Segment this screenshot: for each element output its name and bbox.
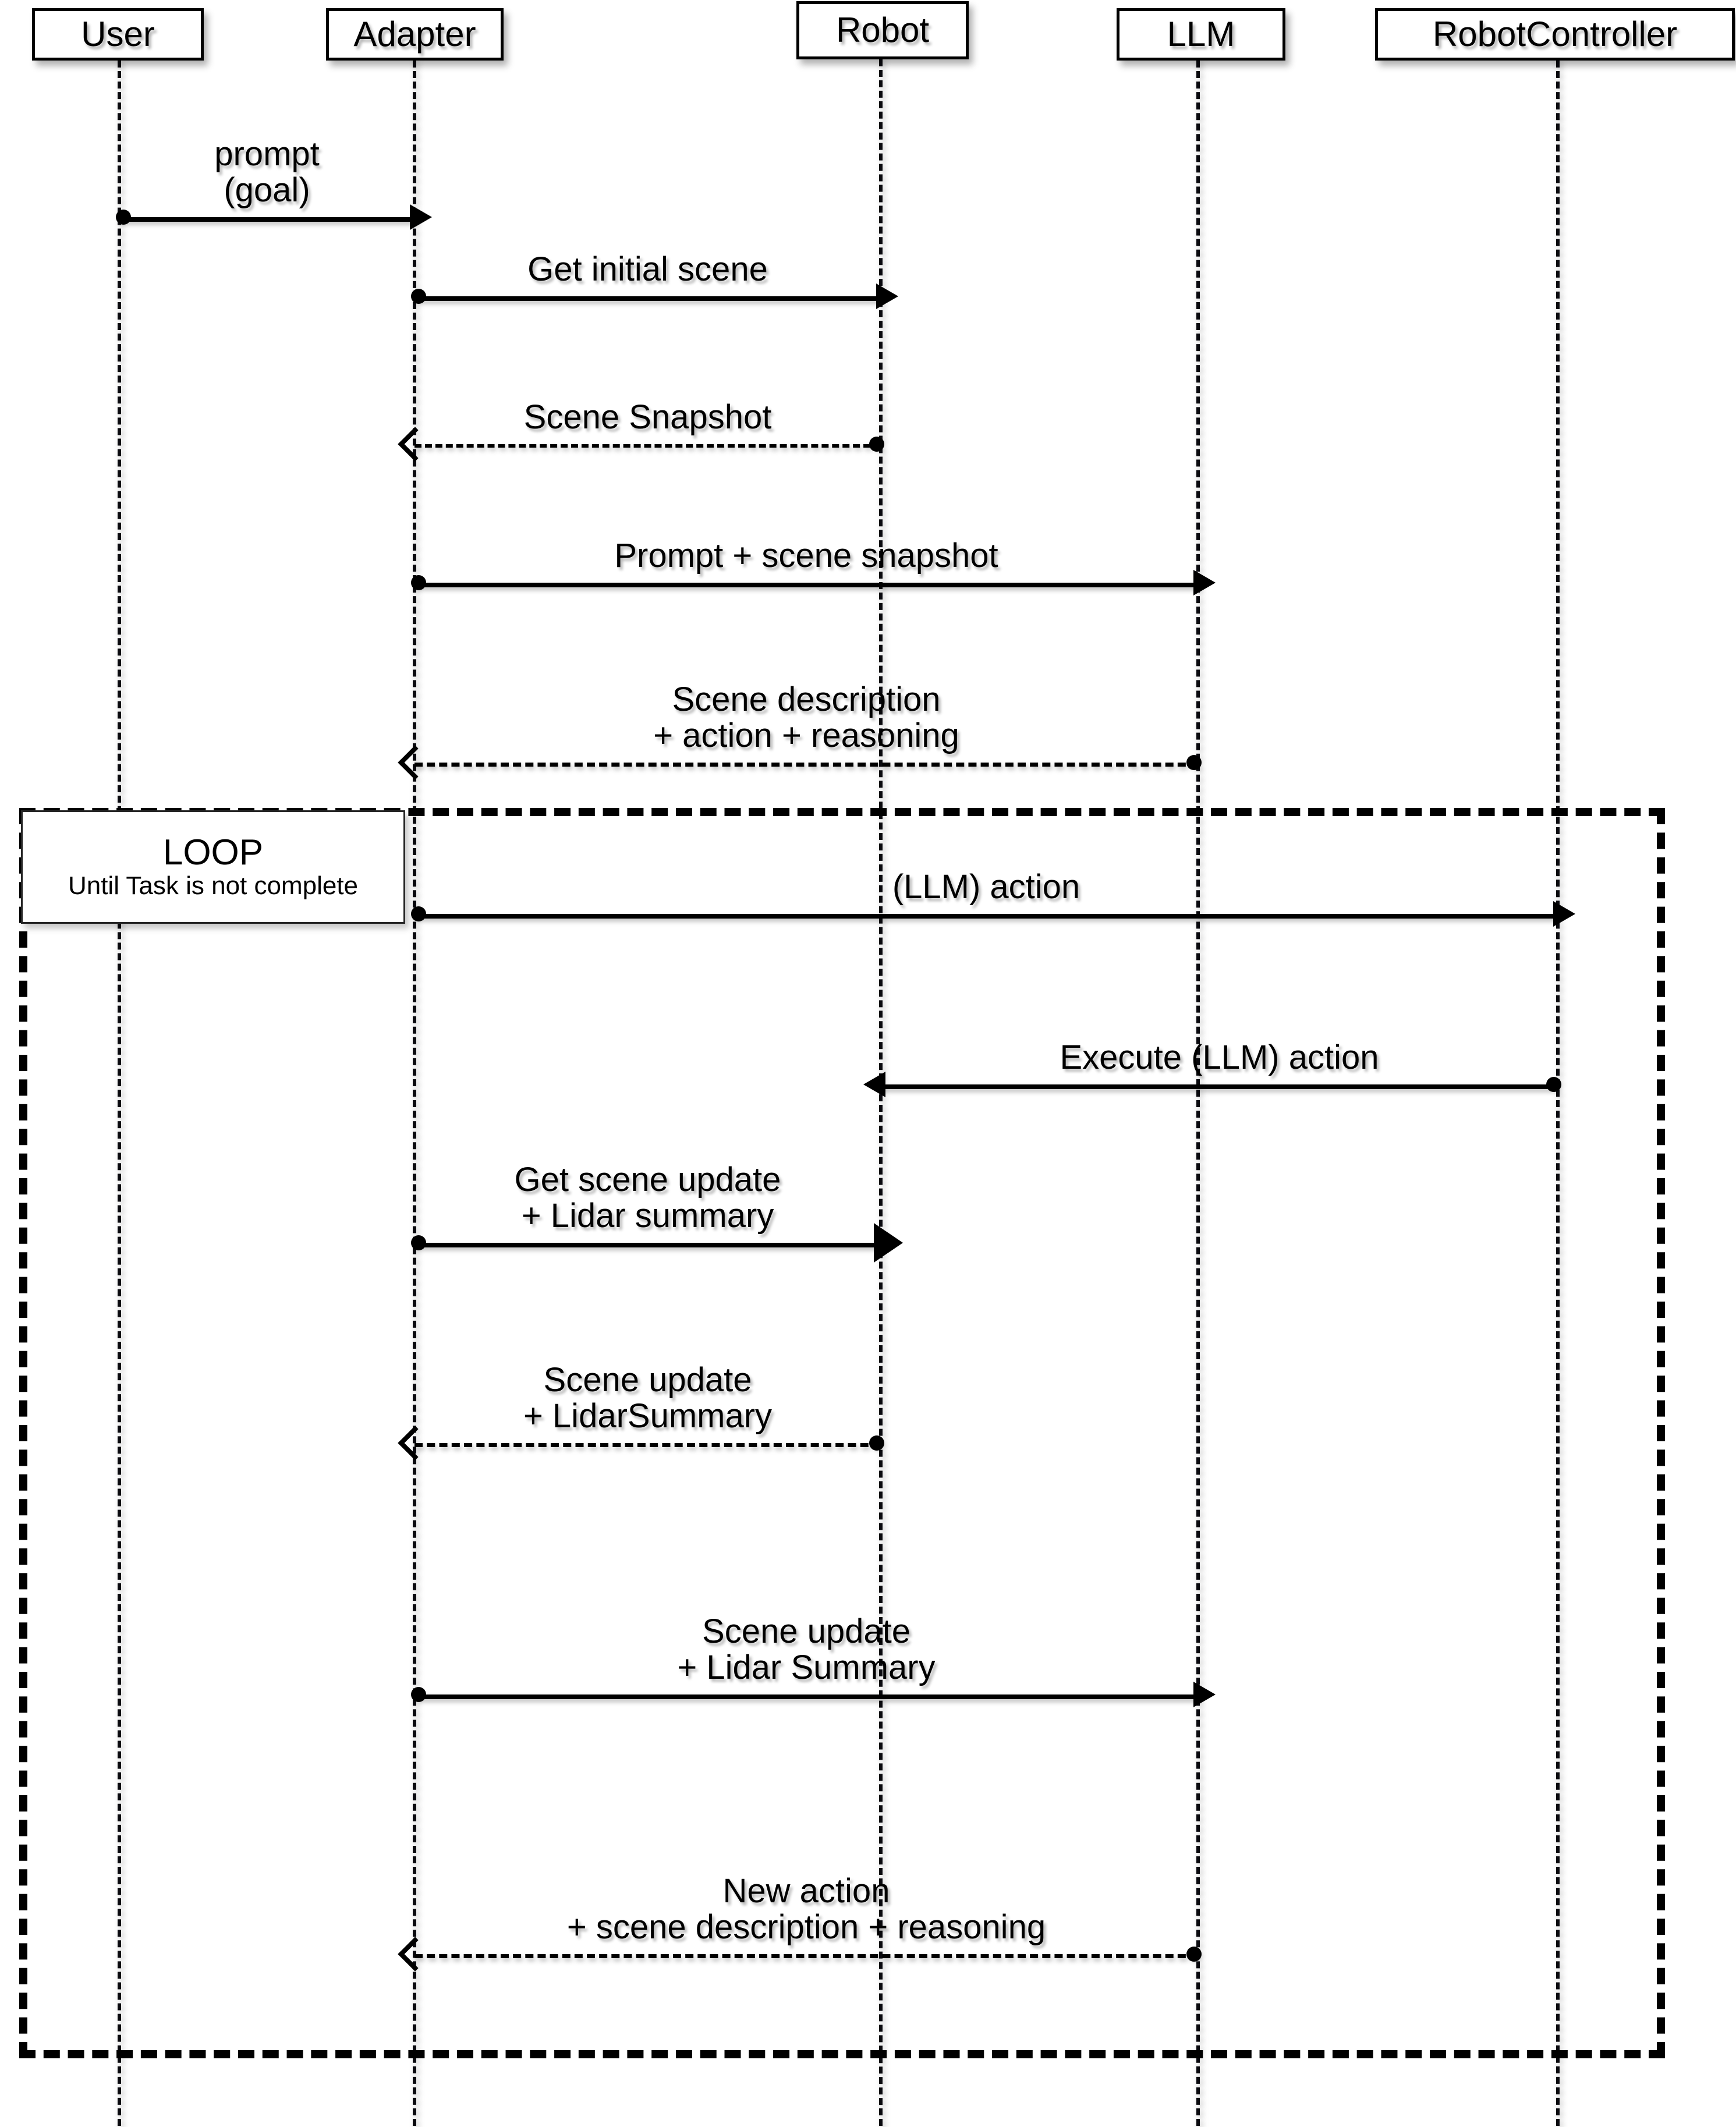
message-label: Scene update+ LidarSummary	[414, 1362, 881, 1435]
message-shaft	[414, 444, 881, 448]
lifeline-label-adapter: Adapter	[353, 15, 476, 54]
lifeline-header-user[interactable]: User	[32, 8, 204, 61]
loop-label: LOOP	[162, 832, 264, 873]
message-shaft	[414, 1443, 881, 1447]
lifeline-label-robot: Robot	[835, 10, 930, 49]
filled-arrowhead-icon	[1193, 1682, 1216, 1707]
message-origin-dot	[411, 1687, 426, 1702]
message-shaft	[414, 1954, 1198, 1958]
message-label: Get initial scene	[414, 251, 881, 288]
message-label-line: + LidarSummary	[523, 1397, 773, 1435]
filled-arrowhead-icon	[876, 283, 898, 309]
filled-arrowhead-icon	[863, 1072, 885, 1097]
message-shaft	[414, 583, 1198, 587]
message-label-line: + scene description + reasoning	[566, 1908, 1046, 1947]
message-origin-dot	[411, 289, 426, 304]
message-label-line: Get initial scene	[527, 250, 768, 289]
message-shaft	[414, 763, 1198, 767]
message-label-line: prompt	[214, 134, 320, 173]
message-origin-dot	[411, 906, 426, 921]
message-shaft	[119, 217, 414, 222]
message-label: Scene description+ action + reasoning	[414, 680, 1198, 755]
lifeline-user	[118, 61, 121, 2126]
message-shaft	[881, 1084, 1558, 1089]
message-label-line: Scene Snapshot	[523, 398, 772, 437]
message-label: prompt(goal)	[119, 136, 414, 209]
message-shaft	[414, 296, 881, 301]
filled-arrowhead-icon	[410, 204, 432, 230]
message-label: Execute (LLM) action	[881, 1040, 1558, 1076]
message-label-line: (LLM) action	[892, 868, 1080, 906]
message-label-line: New action	[722, 1871, 890, 1910]
message-origin-dot	[1186, 755, 1202, 770]
message-label-line: Prompt + scene snapshot	[614, 537, 998, 575]
message-label: New action+ scene description + reasonin…	[414, 1873, 1198, 1946]
message-origin-dot	[1546, 1077, 1561, 1092]
message-label-line: Scene description	[672, 680, 941, 718]
message-shaft	[414, 1243, 881, 1247]
message-label-line: (goal)	[224, 171, 310, 210]
lifeline-header-adapter[interactable]: Adapter	[326, 8, 504, 61]
lifeline-label-user: User	[81, 15, 155, 54]
message-origin-dot	[869, 1435, 884, 1451]
message-origin-dot	[869, 437, 884, 452]
open-arrowhead-icon	[398, 745, 433, 780]
filled-arrowhead-icon	[1193, 570, 1216, 595]
message-label: Scene Snapshot	[414, 399, 881, 436]
message-label: Get scene update+ Lidar summary	[414, 1160, 881, 1235]
loop-fragment-frame	[19, 808, 1665, 2058]
lifeline-header-llm[interactable]: LLM	[1117, 8, 1285, 61]
message-label: Scene update+ Lidar Summary	[414, 1612, 1198, 1687]
filled-arrowhead-icon	[1553, 901, 1575, 927]
message-origin-dot	[411, 575, 426, 590]
open-arrowhead-icon	[398, 427, 433, 462]
filled-arrowhead-icon	[874, 1223, 903, 1263]
loop-condition: Until Task is not complete	[68, 871, 359, 900]
message-label: Prompt + scene snapshot	[414, 538, 1198, 575]
message-label-line: + action + reasoning	[653, 717, 959, 755]
message-label-line: Scene update	[702, 1612, 910, 1650]
message-label-line: + Lidar Summary	[677, 1649, 936, 1687]
message-label: (LLM) action	[414, 869, 1558, 906]
message-origin-dot	[116, 210, 131, 225]
open-arrowhead-icon	[398, 1426, 433, 1460]
lifeline-llm	[1196, 61, 1200, 2126]
lifeline-label-robotcontroller: RobotController	[1432, 15, 1678, 54]
open-arrowhead-icon	[398, 1937, 433, 1972]
message-origin-dot	[1186, 1947, 1202, 1962]
message-label-line: Execute (LLM) action	[1060, 1038, 1379, 1077]
lifeline-adapter	[413, 61, 416, 2126]
message-label-line: Get scene update	[514, 1160, 781, 1199]
message-label-line: + Lidar summary	[521, 1197, 774, 1235]
lifeline-header-robotcontroller[interactable]: RobotController	[1375, 8, 1735, 61]
lifeline-robotcontroller	[1556, 61, 1560, 2126]
lifeline-header-robot[interactable]: Robot	[796, 1, 969, 59]
message-shaft	[414, 1694, 1198, 1699]
lifeline-label-llm: LLM	[1167, 15, 1235, 54]
message-label-line: Scene update	[543, 1360, 752, 1399]
message-shaft	[414, 914, 1558, 919]
message-origin-dot	[411, 1235, 426, 1250]
